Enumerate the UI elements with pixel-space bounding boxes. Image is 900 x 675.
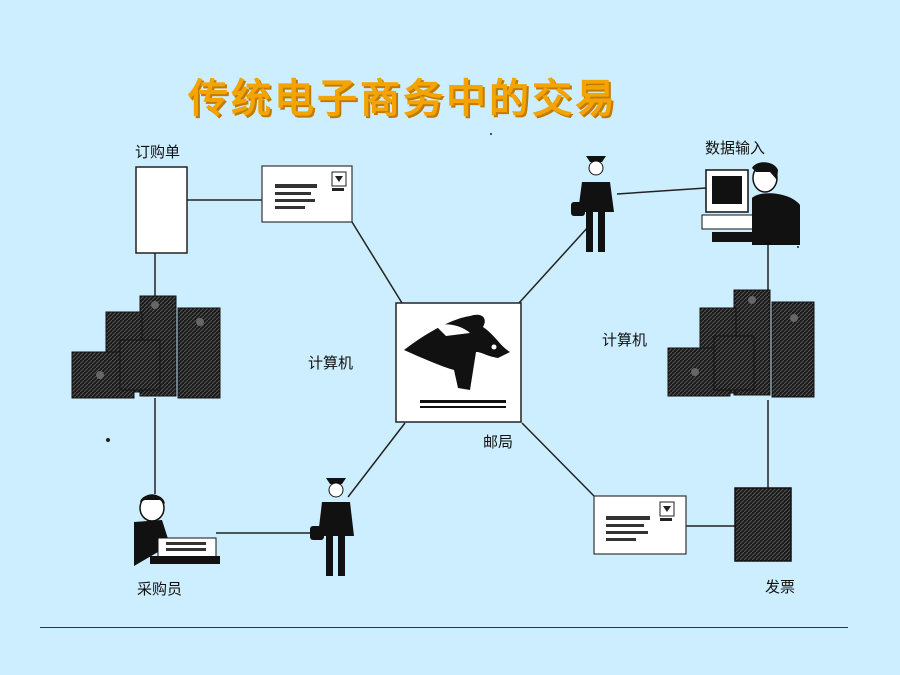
mail-carrier-icon-left xyxy=(310,478,354,576)
eagle-logo xyxy=(395,302,522,423)
label-computer-left: 计算机 xyxy=(308,354,354,372)
label-post-office: 邮局 xyxy=(483,433,514,451)
server-rack-icon xyxy=(71,295,221,399)
office-worker-icon xyxy=(134,494,220,566)
computer-terminal-icon xyxy=(701,162,800,245)
label-data-entry: 数据输入 xyxy=(705,139,766,157)
scan-specks xyxy=(106,133,799,442)
footer-rule xyxy=(40,627,848,628)
line-courier-to-terminal xyxy=(616,187,707,195)
line-post-to-courier-left xyxy=(347,422,406,498)
label-computer-right: 计算机 xyxy=(602,331,648,349)
connector-lines xyxy=(154,187,769,534)
invoice-document-icon xyxy=(734,487,792,562)
label-buyer: 采购员 xyxy=(137,580,183,598)
server-rack-icon-right xyxy=(667,289,815,398)
line-envelope-to-post-right xyxy=(521,422,595,497)
envelope-icon xyxy=(261,165,353,223)
mail-carrier-icon xyxy=(571,156,614,252)
label-invoice: 发票 xyxy=(765,578,796,596)
diagram-title: 传统电子商务中的交易 xyxy=(188,76,618,122)
envelope-icon-right xyxy=(593,495,687,555)
line-envelope-to-post xyxy=(351,221,403,304)
line-post-to-courier-right xyxy=(518,225,590,304)
label-order-form: 订购单 xyxy=(135,143,181,161)
order-form-document xyxy=(135,166,188,254)
